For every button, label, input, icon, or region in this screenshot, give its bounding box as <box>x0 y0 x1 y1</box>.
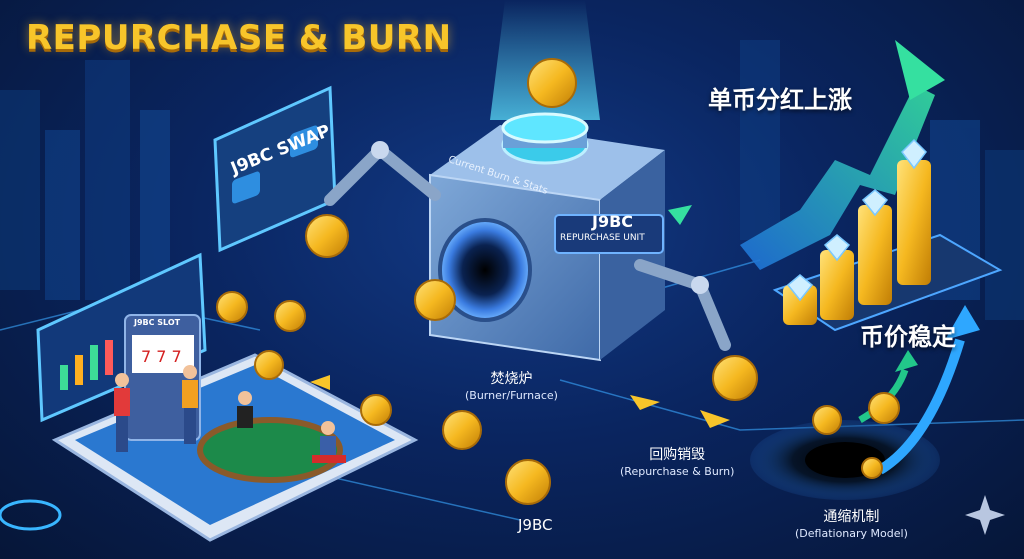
repurchase-label: 回购销毁 (Repurchase & Burn) <box>620 444 734 478</box>
dividend-up-label: 单币分红上涨 <box>708 86 852 114</box>
sparkle-icon <box>965 495 1005 535</box>
page-title: REPURCHASE & BURN <box>26 18 452 58</box>
deflation-label-cn: 通缩机制 <box>823 509 880 525</box>
diamonds <box>786 138 927 302</box>
deflation-label: 通缩机制 (Deflationary Model) <box>795 506 908 540</box>
blue-up-arrow <box>877 338 965 475</box>
coin-label: J9BC <box>518 516 553 534</box>
furnace-unit-label: REPURCHASE UNIT <box>560 233 645 243</box>
glow-disc <box>0 499 62 531</box>
repurchase-label-cn: 回购销毁 <box>649 447 706 463</box>
slot-label: J9BC SLOT <box>134 318 181 327</box>
city-skyline <box>0 40 1024 320</box>
growth-arrow <box>740 40 945 270</box>
flow-arrows <box>310 375 730 428</box>
burner-label: 焚烧炉 (Burner/Furnace) <box>465 368 558 402</box>
people <box>114 365 346 463</box>
burner-label-en: (Burner/Furnace) <box>465 389 558 402</box>
chart-monitor <box>36 252 207 423</box>
price-stable-label: 币价稳定 <box>860 323 956 351</box>
deflation-label-en: (Deflationary Model) <box>795 527 908 540</box>
furnace-brand: J9BC <box>592 212 634 231</box>
coins <box>216 58 931 505</box>
svg-text:7 7 7: 7 7 7 <box>141 347 182 366</box>
burner-label-cn: 焚烧炉 <box>490 371 533 387</box>
green-arrow <box>668 205 692 225</box>
poker-table <box>197 417 343 483</box>
repurchase-label-en: (Repurchase & Burn) <box>620 465 735 478</box>
furnace-unit <box>429 112 665 362</box>
